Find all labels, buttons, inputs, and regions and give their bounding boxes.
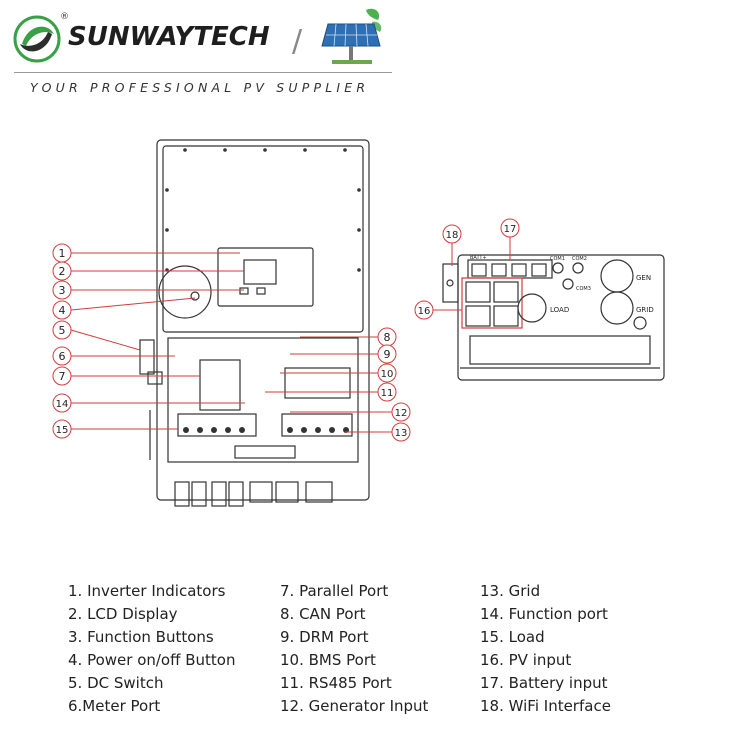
legend-item: 8. CAN Port [280, 605, 366, 623]
callout-5: 5 [52, 320, 141, 351]
inverter-front-fasteners [165, 148, 361, 433]
legend-item: 18. WiFi Interface [480, 697, 611, 715]
callout-12: 12 [290, 402, 411, 422]
legend-item: 16. PV input [480, 651, 572, 669]
svg-text:11: 11 [381, 388, 394, 399]
legend-item: 6.Meter Port [68, 697, 161, 715]
callout-4: 4 [52, 297, 196, 320]
svg-text:18: 18 [446, 230, 459, 241]
svg-text:COM2: COM2 [572, 256, 587, 262]
header-divider: / [292, 24, 303, 59]
legend-item: 12. Generator Input [280, 697, 429, 715]
callout-18: 18 [442, 224, 462, 266]
svg-text:COM1: COM1 [550, 256, 565, 262]
left-callouts: 1 2 3 4 5 6 7 14 15 [52, 243, 245, 439]
callout-3: 3 [52, 280, 244, 300]
callout-13: 13 [345, 422, 411, 442]
svg-text:8: 8 [384, 331, 391, 344]
callout-11: 11 [265, 382, 397, 402]
svg-text:9: 9 [384, 348, 391, 361]
inverter-diagram: 1 2 3 4 5 6 7 14 15 8 9 10 11 12 13 GEN [52, 139, 665, 507]
callout-10: 10 [280, 363, 397, 383]
svg-text:13: 13 [395, 428, 408, 439]
callout-9: 9 [290, 344, 397, 364]
tagline: YOUR PROFESSIONAL PV SUPPLIER [30, 80, 370, 95]
svg-text:12: 12 [395, 408, 408, 419]
callout-14: 14 [52, 393, 245, 413]
sunwaytech-logo-icon [13, 15, 61, 63]
inverter-bottom-view [442, 254, 665, 381]
legend-column-2: 7. Parallel Port 8. CAN Port 9. DRM Port… [280, 580, 428, 718]
right-callouts: 8 9 10 11 12 13 [265, 327, 411, 442]
callout-2: 2 [52, 261, 244, 281]
callout-7: 7 [52, 366, 200, 386]
side-callouts: 18 17 16 [414, 218, 520, 320]
legend-column-1: 1. Inverter Indicators 2. LCD Display 3.… [68, 580, 235, 718]
svg-text:15: 15 [56, 425, 69, 436]
header: ® SUNWAYTECH / YOUR PROFESSIONAL PV SUPP… [0, 0, 750, 110]
svg-text:17: 17 [504, 224, 517, 235]
brand-name: SUNWAYTECH [68, 22, 270, 52]
legend-item: 7. Parallel Port [280, 582, 389, 600]
legend-item: 14. Function port [480, 605, 608, 623]
legend-item: 5. DC Switch [68, 674, 164, 692]
svg-text:GEN: GEN [636, 274, 651, 282]
legend-column-3: 13. Grid 14. Function port 15. Load 16. … [480, 580, 611, 718]
callout-17: 17 [500, 218, 520, 260]
svg-text:16: 16 [418, 306, 431, 317]
legend-item: 3. Function Buttons [68, 628, 214, 646]
callout-15: 15 [52, 419, 178, 439]
legend: 1. Inverter Indicators 2. LCD Display 3.… [0, 570, 750, 740]
callout-1: 1 [52, 243, 240, 263]
registered-mark: ® [60, 12, 69, 22]
legend-item: 9. DRM Port [280, 628, 369, 646]
bottom-view-labels: GEN GRID LOAD COM1 COM2 COM3 BATT+ [470, 255, 654, 314]
legend-item: 13. Grid [480, 582, 541, 600]
svg-text:1: 1 [59, 247, 66, 260]
svg-text:6: 6 [59, 350, 66, 363]
svg-text:2: 2 [59, 265, 66, 278]
callout-16: 16 [414, 300, 462, 320]
legend-item: 2. LCD Display [68, 605, 178, 623]
svg-text:LOAD: LOAD [550, 306, 569, 314]
svg-text:BATT+: BATT+ [470, 255, 487, 261]
svg-text:10: 10 [381, 369, 394, 380]
legend-item: 11. RS485 Port [280, 674, 392, 692]
callout-6: 6 [52, 346, 175, 366]
callout-8: 8 [300, 327, 397, 347]
header-rule [14, 72, 392, 73]
svg-text:7: 7 [59, 370, 66, 383]
legend-item: 10. BMS Port [280, 651, 376, 669]
legend-item: 15. Load [480, 628, 545, 646]
svg-text:COM3: COM3 [576, 286, 591, 292]
solar-panel-icon [321, 8, 382, 64]
svg-text:GRID: GRID [636, 306, 654, 314]
legend-item: 1. Inverter Indicators [68, 582, 226, 600]
svg-text:3: 3 [59, 284, 66, 297]
legend-item: 17. Battery input [480, 674, 608, 692]
legend-item: 4. Power on/off Button [68, 651, 236, 669]
svg-text:14: 14 [56, 399, 69, 410]
svg-text:4: 4 [59, 304, 66, 317]
svg-text:5: 5 [59, 324, 66, 337]
inverter-front-view [139, 139, 370, 507]
